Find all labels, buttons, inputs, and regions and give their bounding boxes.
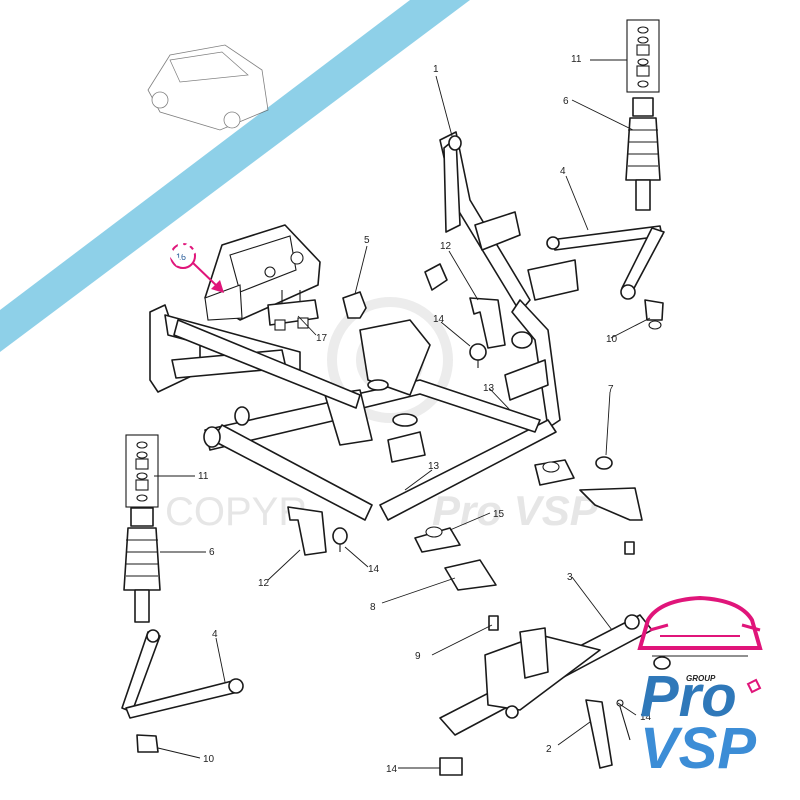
provsp-logo: GROUP Pro VSP — [637, 595, 763, 781]
bushing-part-7[interactable] — [595, 456, 613, 470]
ball-joint-part-10-top[interactable] — [644, 299, 664, 330]
mount-part-14-bottom[interactable] — [439, 757, 463, 776]
callout-10-top: 10 — [606, 334, 618, 345]
callout-16: 16 — [176, 252, 186, 262]
bump-stop-part-14-lower[interactable] — [332, 527, 348, 552]
car-thumbnail — [147, 44, 269, 131]
logo-group-text: GROUP — [686, 674, 716, 683]
callout-14-right: 14 — [640, 712, 652, 723]
callout-9: 9 — [415, 651, 421, 662]
crossmember-part-3[interactable] — [439, 614, 653, 736]
callout-14-lower: 14 — [368, 564, 380, 575]
highlight-callout-16[interactable]: 16 — [170, 243, 224, 293]
callout-3: 3 — [567, 572, 573, 583]
callout-6-top: 6 — [563, 96, 569, 107]
copyright-text-left: COPYR — [165, 490, 307, 534]
bump-stop-part-14-upper[interactable] — [469, 343, 487, 368]
callout-4-lower: 4 — [212, 629, 218, 640]
spacer-part-9[interactable] — [488, 615, 499, 631]
shock-absorber-part-6-top[interactable] — [625, 97, 661, 211]
wishbone-part-4-lower[interactable] — [121, 629, 244, 719]
wishbone-part-4-top[interactable] — [546, 225, 665, 300]
subframe-part-1[interactable] — [149, 131, 579, 521]
mount-part-17[interactable] — [267, 290, 319, 331]
callout-5: 5 — [364, 235, 370, 246]
callout-14-upper: 14 — [433, 314, 445, 325]
bracket-part-8[interactable] — [444, 559, 497, 591]
callout-15: 15 — [493, 509, 505, 520]
callout-7: 7 — [608, 384, 614, 395]
plate-part-2[interactable] — [585, 699, 613, 769]
mount-pad[interactable] — [511, 331, 533, 349]
callout-2: 2 — [546, 744, 552, 755]
callout-14-bottom: 14 — [386, 764, 398, 775]
callout-8: 8 — [370, 602, 376, 613]
callout-11-top: 11 — [571, 54, 582, 65]
callout-labels: 1 2 3 4 4 5 6 6 7 8 9 10 10 11 11 12 12 … — [198, 54, 652, 775]
callout-6-lower: 6 — [209, 547, 215, 558]
mount-pad-right[interactable] — [653, 656, 671, 670]
small-bushing[interactable] — [624, 541, 635, 555]
bracket-part-12-lower[interactable] — [287, 506, 327, 556]
bracket-part-12-upper[interactable] — [469, 297, 506, 349]
callout-12-lower: 12 — [258, 578, 270, 589]
bolts-part-14-right[interactable] — [616, 699, 631, 741]
logo-vsp-text: VSP — [640, 716, 756, 781]
callout-4-top: 4 — [560, 166, 566, 177]
spacer-stack-part-11-top[interactable] — [626, 19, 660, 93]
engine-mount-bracket-part-16[interactable] — [204, 224, 321, 321]
callout-12-upper: 12 — [440, 241, 452, 252]
rubber-mount-part-5[interactable] — [342, 263, 448, 319]
callout-11-lower: 11 — [198, 471, 209, 482]
callout-13-lower: 13 — [428, 461, 440, 472]
spacer-stack-part-11-lower[interactable] — [125, 434, 159, 508]
leader-lines — [154, 59, 651, 769]
callout-1: 1 — [433, 64, 439, 75]
shock-absorber-part-6-lower[interactable] — [123, 507, 161, 623]
engine-mount-part-15[interactable] — [414, 459, 575, 553]
ball-joint-part-10-lower[interactable] — [136, 734, 159, 753]
callout-10-lower: 10 — [203, 754, 215, 765]
callout-17: 17 — [316, 333, 328, 344]
logo-pro-text: Pro — [640, 664, 737, 729]
bracket-right[interactable] — [579, 487, 643, 521]
callout-13-upper: 13 — [483, 383, 495, 394]
